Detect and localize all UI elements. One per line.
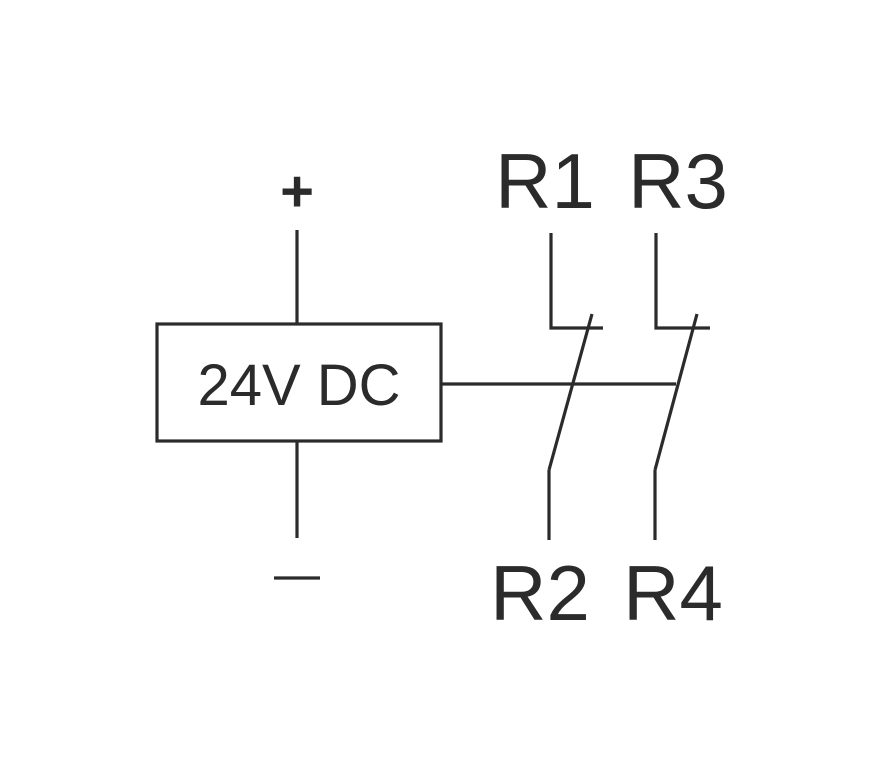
contact-2-top-terminal-lead bbox=[654, 233, 710, 330]
contact-1-blade bbox=[547, 313, 594, 471]
contact-r1-r2 bbox=[547, 233, 603, 540]
power-supply-label: 24V DC bbox=[197, 353, 400, 418]
terminal-label-r1: R1 bbox=[495, 137, 595, 225]
contact-r3-r4 bbox=[653, 233, 710, 540]
contact-1-top-terminal-lead bbox=[549, 233, 603, 330]
terminal-label-r4: R4 bbox=[623, 549, 723, 637]
contact-2-blade bbox=[653, 313, 699, 471]
power-supply-box bbox=[155, 322, 443, 443]
positive-symbol: + bbox=[280, 159, 314, 224]
terminal-label-r2: R2 bbox=[490, 549, 590, 637]
terminal-label-r3: R3 bbox=[628, 137, 728, 225]
